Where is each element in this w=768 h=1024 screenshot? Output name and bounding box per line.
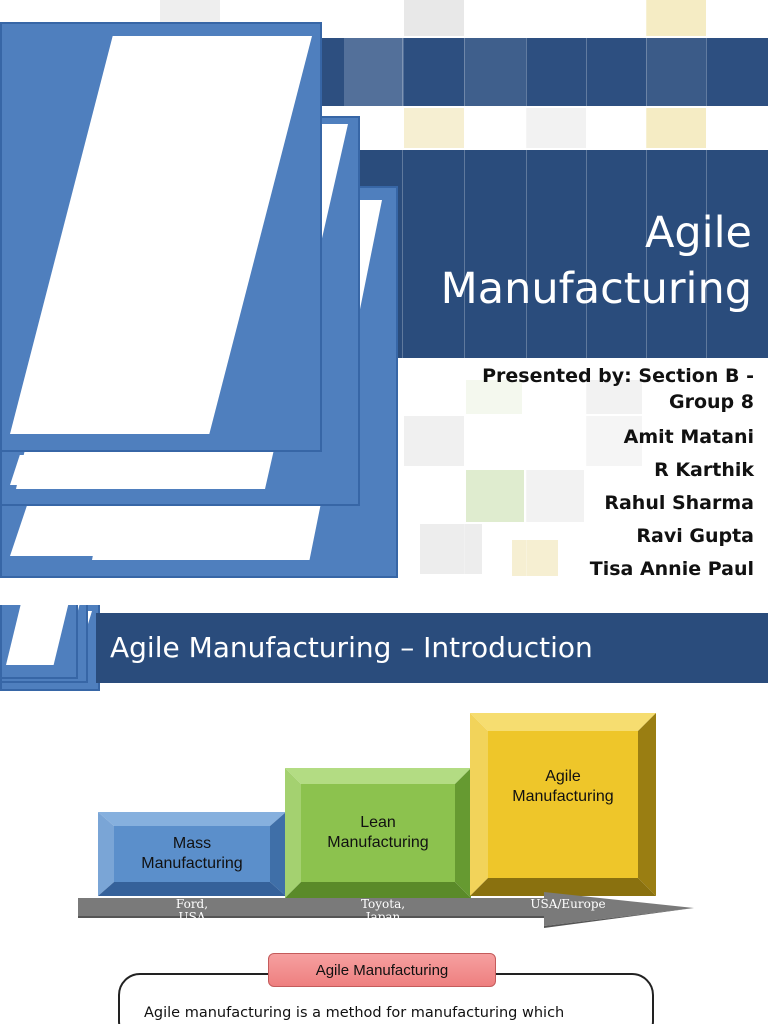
mini-document-card [0, 605, 78, 679]
bg-tile [420, 524, 482, 574]
band-highlight [646, 38, 706, 106]
slide-title: Agile Manufacturing [372, 205, 752, 317]
presenter-list: Presented by: Section B - Group 8 Amit M… [394, 363, 754, 586]
bg-tile [646, 0, 706, 36]
lean-manufacturing-block: Lean Manufacturing [285, 768, 471, 898]
mass-manufacturing-block: Mass Manufacturing [98, 812, 286, 896]
bg-tile [404, 416, 464, 466]
definition-tag: Agile Manufacturing [268, 953, 496, 987]
title-slide: Agile Manufacturing Presented by: Sectio… [0, 0, 768, 586]
section-header-band [96, 613, 768, 683]
presenter-name: R Karthik [654, 459, 754, 481]
bg-tile [466, 470, 524, 522]
bg-tile [466, 380, 522, 414]
timeline-arrow [78, 892, 694, 928]
bg-tile [586, 416, 642, 466]
timeline-label: USA/Europe [530, 898, 606, 911]
block-label-line2: Manufacturing [512, 788, 614, 805]
presented-by-line: Presented by: Section B - [482, 365, 754, 387]
card-sheet-strip [10, 455, 255, 485]
presenter-name: Amit Matani [623, 426, 754, 448]
block-label-line1: Lean [360, 814, 396, 831]
block-label-line2: Manufacturing [327, 834, 429, 851]
band-highlight [344, 38, 404, 106]
bg-tile [586, 380, 642, 414]
timeline-label: Toyota, Japan [360, 898, 406, 922]
bg-tile [526, 470, 584, 522]
definition-text: Agile manufacturing is a method for manu… [144, 1005, 565, 1021]
block-label-line1: Mass [172, 835, 212, 852]
block-label-line2: Manufacturing [141, 855, 243, 872]
bg-tile [404, 108, 464, 148]
presenter-name: Tisa Annie Paul [589, 558, 754, 580]
presenter-name: Rahul Sharma [604, 492, 754, 514]
bg-tile [404, 0, 464, 36]
block-label-line1: Agile [545, 768, 581, 785]
title-band [360, 150, 768, 358]
timeline-label: Ford, USA [175, 898, 209, 922]
presenter-name: Ravi Gupta [636, 525, 754, 547]
bg-tile [526, 108, 586, 148]
card-sheet-strip [10, 506, 290, 556]
group-line: Group 8 [669, 391, 754, 413]
intro-slide: Agile Manufacturing – Introduction Mass … [0, 605, 768, 1024]
title-line-2: Manufacturing [440, 264, 752, 314]
band-highlight [464, 38, 526, 106]
agile-manufacturing-block: Agile Manufacturing [470, 713, 656, 896]
document-card-front [0, 22, 322, 452]
bg-tile [646, 108, 706, 148]
slide-title: Agile Manufacturing – Introduction [110, 631, 593, 664]
title-line-1: Agile [644, 208, 752, 258]
bg-tile [512, 540, 558, 576]
